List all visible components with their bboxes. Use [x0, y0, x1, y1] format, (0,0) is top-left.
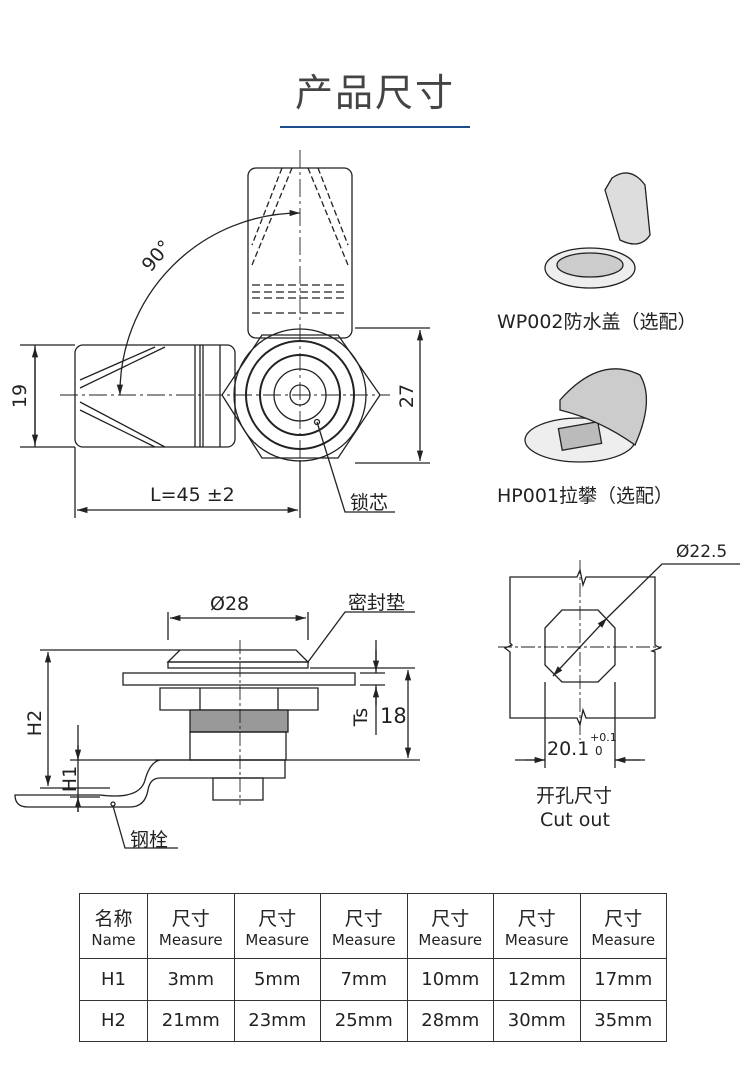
table-cell: 5mm [233, 958, 321, 1001]
h2-label: H2 [24, 709, 47, 737]
table-cell: 23mm [233, 999, 321, 1042]
length-dim-label: L=45 ±2 [150, 484, 235, 506]
table-cell: H2 [79, 999, 148, 1042]
tolerance-lower: 0 [595, 744, 603, 758]
cutout-drawing [498, 560, 740, 768]
table-cell: 21mm [147, 999, 235, 1042]
table-cell: H1 [79, 958, 148, 1001]
side-view-drawing [14, 611, 420, 849]
hex-dim-label: 27 [396, 383, 419, 409]
top-view-drawing [20, 150, 430, 520]
table-row: H2 21mm 23mm 25mm 28mm 30mm 35mm [79, 999, 667, 1042]
gasket-label: 密封垫 [348, 592, 406, 614]
table-cell: 35mm [579, 999, 667, 1042]
accessory-wp002-label: WP002防水盖（选配） [497, 311, 697, 333]
diameter-28-label: Ø28 [210, 593, 250, 615]
cutout-label-en: Cut out [540, 809, 610, 831]
ts-label: Ts [350, 707, 373, 727]
lock-core-label: 锁芯 [350, 492, 389, 514]
steel-pin-label: 钢栓 [130, 829, 169, 851]
table-cell: 7mm [320, 958, 408, 1001]
ts-dim-label: 18 [380, 704, 407, 728]
cutout-width-label: 20.1 [547, 738, 590, 760]
table-cell: 3mm [147, 958, 235, 1001]
width-dim-label: 19 [9, 383, 32, 409]
table-row: H1 3mm 5mm 7mm 10mm 12mm 17mm [79, 958, 667, 1001]
table-cell: 17mm [579, 958, 667, 1001]
pull-handle-icon [524, 368, 648, 463]
table-cell: 12mm [493, 958, 581, 1001]
title-underline [280, 126, 470, 128]
accessory-hp001-label: HP001拉攀（选配） [497, 485, 674, 507]
tolerance-upper: +0.1 [590, 731, 617, 744]
table-cell: 10mm [406, 958, 494, 1001]
h1-label: H1 [59, 765, 82, 793]
table-cell: 28mm [406, 999, 494, 1042]
cutout-label-zh: 开孔尺寸 [536, 785, 613, 807]
cutout-diameter-label: Ø22.5 [676, 542, 728, 562]
page-title: 产品尺寸 [294, 71, 455, 115]
table-cell: 25mm [320, 999, 408, 1042]
waterproof-cover-icon [544, 172, 651, 289]
table-cell: 30mm [493, 999, 581, 1042]
